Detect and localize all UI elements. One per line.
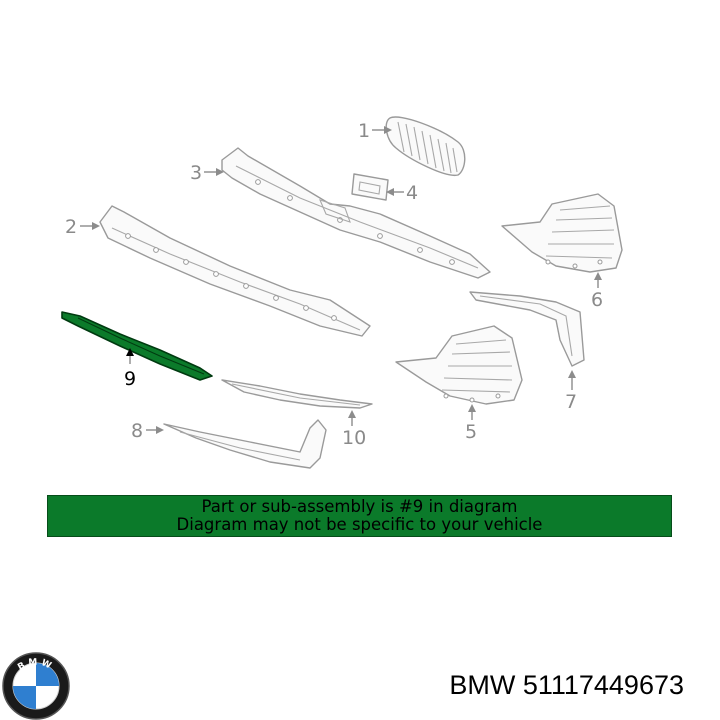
callout-7: 7 xyxy=(565,391,577,413)
callout-3: 3 xyxy=(190,162,202,184)
part-6-right-air-vent[interactable] xyxy=(501,193,623,273)
callout-8: 8 xyxy=(131,420,143,442)
leader-lines xyxy=(80,126,602,434)
part-8-corner-trim[interactable] xyxy=(163,419,327,469)
callout-9: 9 xyxy=(124,368,136,390)
callout-2: 2 xyxy=(65,216,77,238)
part-5-left-air-vent[interactable] xyxy=(395,325,523,405)
banner-line-1: Part or sub-assembly is #9 in diagram xyxy=(201,497,518,516)
part-1-kidney-grille[interactable] xyxy=(385,116,466,176)
part-7-trim-strip[interactable] xyxy=(469,291,585,367)
bmw-roundel-icon: BMW xyxy=(2,652,70,720)
callout-4: 4 xyxy=(406,182,418,204)
part-3-upper-carrier[interactable] xyxy=(221,147,491,279)
brand-name: BMW xyxy=(449,670,516,700)
callout-1: 1 xyxy=(358,120,370,142)
callout-numbers: 1 2 3 4 5 6 7 8 9 10 xyxy=(65,120,603,449)
part-4-clip[interactable] xyxy=(351,173,389,201)
part-number: 51117449673 xyxy=(522,670,684,700)
part-10-lower-trim[interactable] xyxy=(221,379,373,409)
disclaimer-banner: Part or sub-assembly is #9 in diagram Di… xyxy=(47,495,672,537)
part-9-highlighted-strip[interactable] xyxy=(61,311,213,381)
part-caption: BMW 51117449673 xyxy=(449,670,684,701)
banner-line-2: Diagram may not be specific to your vehi… xyxy=(176,515,543,534)
callout-10: 10 xyxy=(342,427,366,449)
callout-6: 6 xyxy=(591,289,603,311)
callout-5: 5 xyxy=(465,421,477,443)
part-2-bumper-carrier[interactable] xyxy=(99,205,371,337)
